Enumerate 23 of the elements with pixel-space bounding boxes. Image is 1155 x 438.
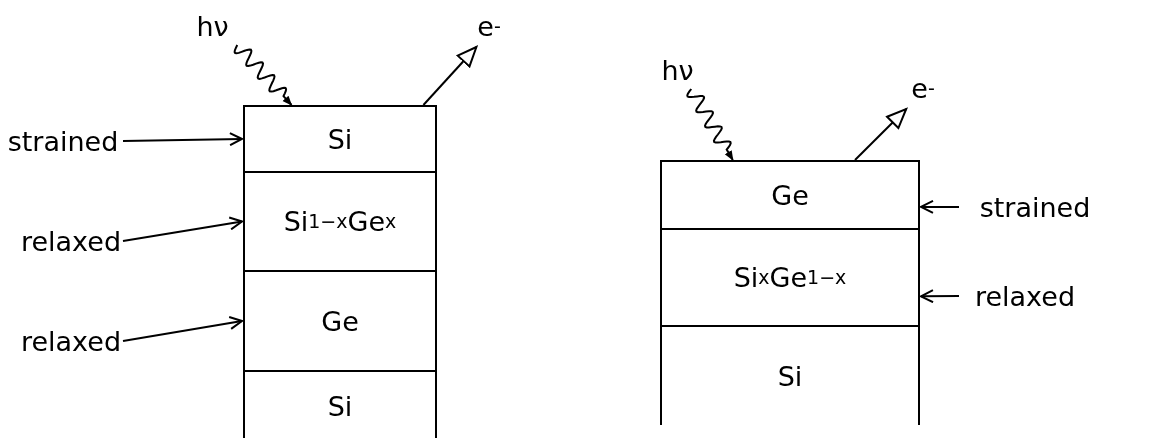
wavy-arrow: [686, 88, 734, 161]
arrow: [854, 108, 908, 161]
arrow: [422, 46, 478, 106]
annotation-text: relaxed: [960, 277, 1090, 315]
arrow: [920, 199, 960, 214]
arrow: [122, 216, 243, 242]
layer-box: Si: [243, 105, 437, 173]
substrate-layer: Si: [243, 370, 437, 438]
layer-box: Ge: [243, 270, 437, 372]
arrow: [122, 132, 243, 147]
annotation-text: hν: [650, 52, 705, 88]
arrow: [122, 316, 243, 342]
annotation-text: strained: [960, 188, 1110, 226]
annotation-text: hν: [185, 8, 240, 44]
annotation-text: strained: [4, 122, 122, 160]
annotation-text: e$^{-}$: [468, 6, 510, 46]
layer-box: Ge: [660, 160, 920, 230]
wavy-arrow: [233, 44, 293, 106]
annotation-text: relaxed: [20, 322, 122, 360]
arrow: [920, 289, 960, 304]
annotation-text: e$^{-}$: [902, 68, 944, 108]
annotation-text: relaxed: [20, 222, 122, 260]
substrate-layer: Si: [660, 325, 920, 425]
